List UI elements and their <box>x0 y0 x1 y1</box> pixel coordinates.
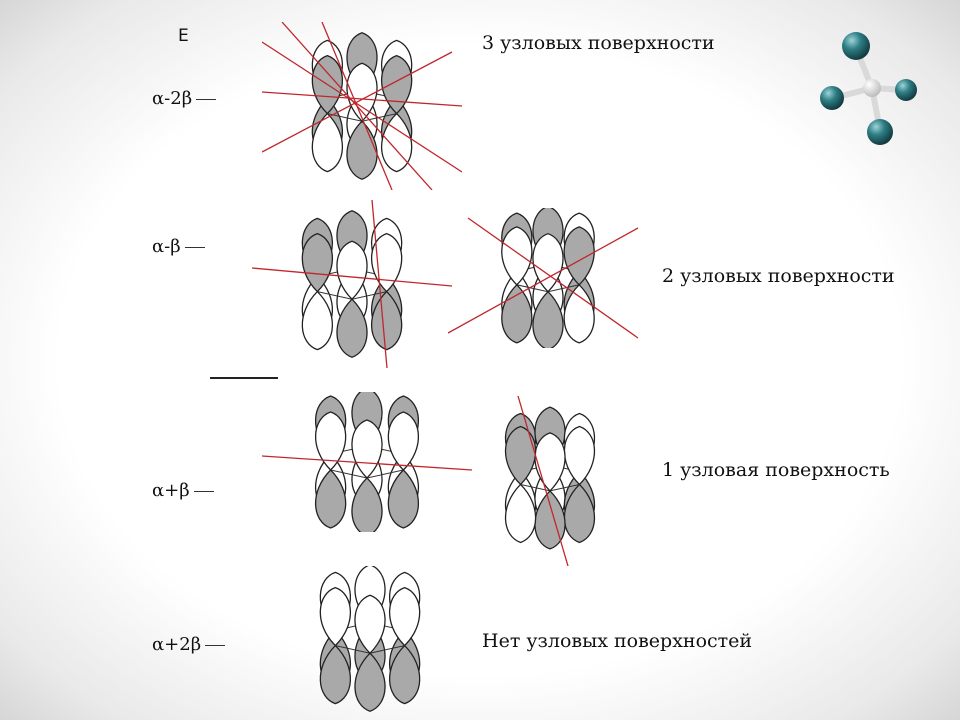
open-lobe <box>381 112 413 173</box>
level-tick <box>205 644 226 646</box>
energy-level-1: α-2β <box>152 88 217 109</box>
nodal-plane-line <box>262 455 472 471</box>
open-lobe <box>501 226 533 286</box>
caption-level-2: 2 узловых поверхности <box>662 265 895 287</box>
open-lobe <box>301 290 333 351</box>
orbital-diagram-level-3-a <box>262 392 472 532</box>
energy-axis-label: E <box>178 26 189 46</box>
nodal-plane-line <box>371 200 388 368</box>
level-tick <box>196 98 217 100</box>
energy-level-2: α-β <box>152 236 205 257</box>
energy-level-label: α+β <box>152 480 190 501</box>
caption-level-4: Нет узловых поверхностей <box>482 630 753 652</box>
tetrahedral-molecule-icon <box>820 32 917 145</box>
shaded-lobe <box>504 425 537 486</box>
open-lobe <box>319 586 351 647</box>
level-tick <box>193 490 214 492</box>
nodal-plane-line <box>467 217 639 339</box>
shaded-lobe <box>563 226 595 286</box>
shaded-lobe <box>336 298 368 358</box>
open-lobe <box>504 483 537 544</box>
shaded-lobe <box>314 469 347 529</box>
orbital-diagram-level-2-a <box>252 200 452 368</box>
open-lobe <box>314 411 347 471</box>
shaded-lobe <box>387 469 420 529</box>
orbital-diagram-level-2-b <box>448 208 639 348</box>
shaded-lobe <box>563 483 596 544</box>
open-lobe <box>534 432 566 492</box>
level-tick <box>184 246 205 248</box>
energy-level-label: α-2β <box>152 88 193 109</box>
open-lobe <box>354 594 386 655</box>
orbital-diagram-level-1 <box>262 22 462 190</box>
open-lobe <box>387 411 420 471</box>
separator-line <box>210 377 278 379</box>
nodal-plane-line <box>517 396 569 566</box>
caption-level-3: 1 узловая поверхность <box>662 459 890 481</box>
energy-level-label: α-β <box>152 236 181 257</box>
shaded-lobe <box>381 54 413 115</box>
energy-level-label: α+2β <box>152 634 202 655</box>
shaded-lobe <box>534 490 566 550</box>
orbital-diagram-level-4 <box>319 566 421 712</box>
open-lobe <box>389 586 421 647</box>
shaded-lobe <box>371 290 403 351</box>
shaded-lobe <box>319 644 351 705</box>
nodal-plane-line <box>262 51 453 153</box>
nodal-plane-line <box>321 22 393 190</box>
orbital-diagram-level-3-b <box>504 396 596 566</box>
open-lobe <box>563 425 596 486</box>
shaded-lobe <box>301 232 333 293</box>
caption-level-1: 3 узловых поверхности <box>482 32 715 54</box>
shaded-lobe <box>354 652 386 712</box>
open-lobe <box>311 112 343 173</box>
nodal-plane-line <box>252 267 452 287</box>
nodal-plane-line <box>448 227 639 334</box>
shaded-lobe <box>389 644 421 705</box>
energy-level-4: α+2β <box>152 634 226 655</box>
energy-level-3: α+β <box>152 480 214 501</box>
shaded-lobe <box>532 290 564 348</box>
shaded-lobe <box>351 477 383 532</box>
nodal-plane-line <box>262 41 462 173</box>
